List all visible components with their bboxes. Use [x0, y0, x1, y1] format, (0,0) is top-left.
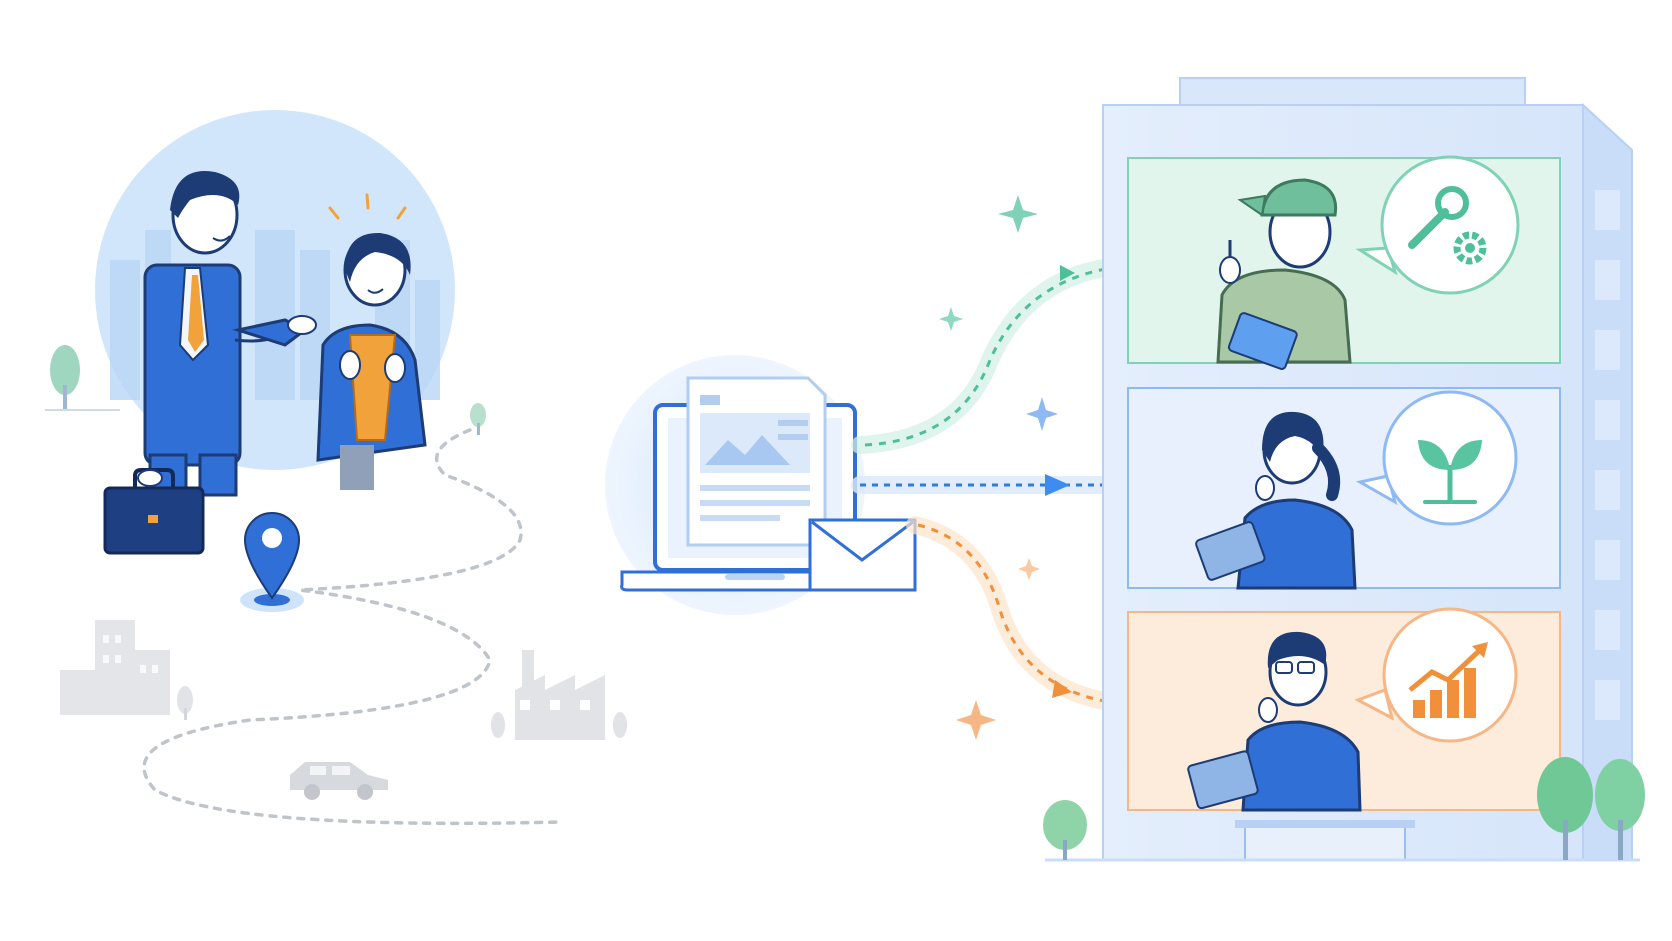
- document-icon: [686, 376, 827, 547]
- dashed-route: [142, 428, 562, 826]
- researcher-with-tablet: [1195, 411, 1357, 590]
- building-entrance: [1244, 824, 1406, 861]
- factory-icon: [515, 650, 605, 740]
- envelope-icon: [808, 518, 917, 592]
- meeting-scene: [45, 110, 627, 826]
- tree-icon-building: [1043, 757, 1645, 860]
- businesswoman-figure: [316, 232, 427, 490]
- floor-engineering: [1127, 155, 1561, 370]
- floor-management: [1127, 607, 1561, 812]
- tree-icon-gray: [177, 686, 193, 720]
- sprout-icon: [1418, 440, 1482, 504]
- surprise-lines-icon: [328, 193, 407, 220]
- car-icon: [290, 762, 388, 800]
- sparkle-icons: [939, 195, 1058, 740]
- tree-icon: [45, 345, 120, 411]
- tree-icon-small: [470, 403, 486, 435]
- location-pin-icon: [240, 512, 304, 612]
- tree-icon-gray-2: [491, 712, 627, 738]
- speech-bubble-green: [1355, 155, 1520, 295]
- wrench-gear-icon: [1408, 186, 1487, 265]
- speech-bubble-blue: [1355, 390, 1518, 526]
- office-building: [1043, 77, 1645, 862]
- growth-chart-icon: [1408, 642, 1488, 718]
- floor-research: [1127, 387, 1561, 590]
- businessman-figure: [143, 171, 317, 497]
- technician-with-clipboard: [1216, 178, 1352, 370]
- briefcase-icon: [103, 468, 205, 555]
- manager-with-tablet: [1187, 631, 1362, 812]
- digital-content-group: [605, 355, 917, 615]
